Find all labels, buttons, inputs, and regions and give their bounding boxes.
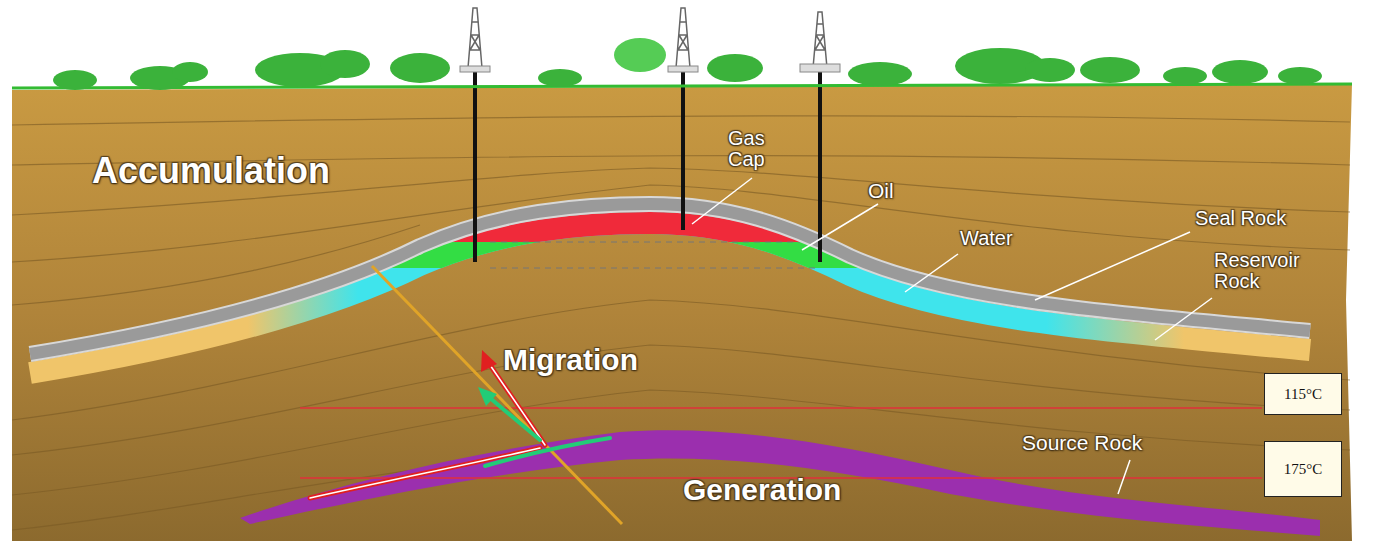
- oil-label: Oil: [868, 180, 894, 202]
- fluid-contacts: [490, 242, 820, 268]
- ground-surface: [12, 84, 1352, 88]
- well-bores: [475, 68, 820, 262]
- temperature-value: 115°C: [1284, 386, 1322, 403]
- well-pads: [460, 64, 840, 72]
- temperature-box: 175°C: [1264, 441, 1342, 497]
- gas-cap-label: Gas Cap: [728, 128, 780, 170]
- arrowhead-green: [478, 387, 497, 406]
- section-title-label: Accumulation: [92, 152, 330, 190]
- source-rock: [240, 430, 1320, 536]
- migration-arrows: [310, 365, 610, 498]
- seal-rock-edge: [30, 204, 1310, 354]
- generation-label: Generation: [683, 474, 841, 506]
- water-label: Water: [960, 228, 1013, 249]
- fault-line: [372, 266, 622, 524]
- reservoir-rock-band: [30, 223, 1310, 373]
- source-rock-label: Source Rock: [1022, 432, 1142, 454]
- leader-lines: [692, 178, 1212, 494]
- temperature-value: 175°C: [1284, 461, 1323, 478]
- reservoir-rock-label: Reservoir Rock: [1214, 250, 1309, 292]
- derricks: [468, 8, 827, 68]
- migration-label: Migration: [503, 344, 638, 376]
- seal-rock-band: [30, 204, 1310, 354]
- arrowhead-red: [481, 350, 497, 372]
- seal-rock-label: Seal Rock: [1195, 208, 1286, 229]
- temperature-box: 115°C: [1264, 373, 1342, 415]
